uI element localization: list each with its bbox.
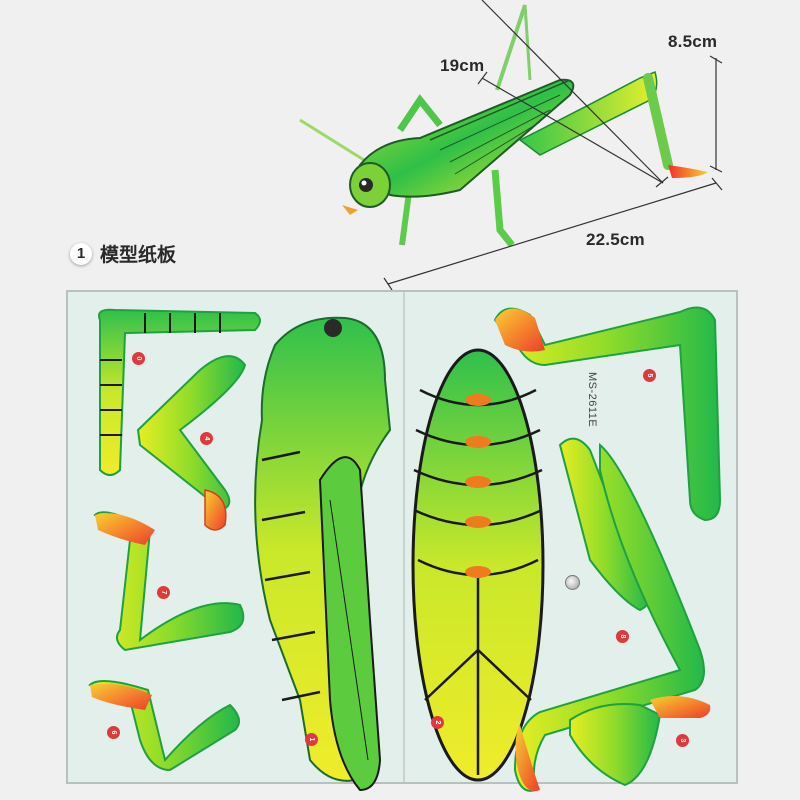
part-number-badge: 1 (305, 733, 318, 746)
section-number-badge: 1 (70, 242, 92, 265)
model-code-label: MS-2611E (586, 372, 598, 428)
part-number-badge: 4 (200, 432, 213, 445)
part-number-badge: 3 (676, 734, 689, 747)
part-number-badge: 5 (643, 369, 656, 382)
part-number-badge: 6 (107, 726, 120, 739)
rivet-fastener (565, 575, 580, 590)
part-number-badge: 0 (132, 352, 145, 365)
section-heading: 1 模型纸板 (70, 240, 176, 267)
part-number-badge: 8 (616, 630, 629, 643)
body-length-label: 19cm (440, 56, 485, 75)
section-title: 模型纸板 (100, 245, 177, 266)
part-number-badge: 7 (157, 586, 170, 599)
height-label: 8.5cm (668, 32, 718, 51)
board-fold-line (403, 292, 405, 782)
assembled-grasshopper-illustration (299, 0, 723, 290)
part-number-badge: 2 (431, 716, 444, 729)
total-length-label: 22.5cm (586, 230, 645, 249)
